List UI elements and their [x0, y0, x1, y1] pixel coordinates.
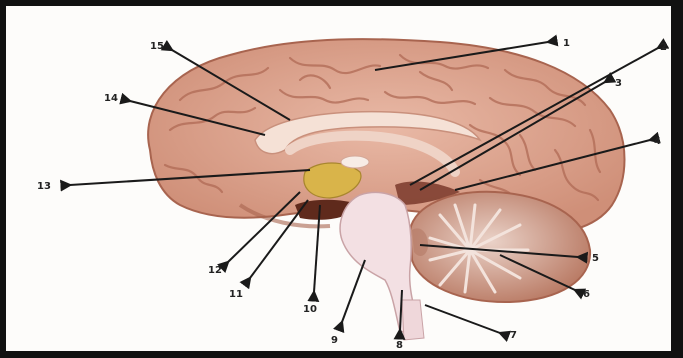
label-6: 6 [583, 289, 590, 300]
label-12: 12 [208, 265, 222, 276]
label-3: 3 [615, 78, 622, 89]
label-11: 11 [229, 289, 243, 300]
label-5: 5 [592, 253, 599, 264]
label-1: 1 [563, 38, 570, 49]
label-10: 10 [303, 304, 317, 315]
label-9: 9 [331, 335, 338, 346]
spinal-cord-tail [402, 300, 424, 340]
label-4: 4 [654, 136, 661, 147]
interthalamic-adhesion [341, 156, 369, 168]
label-2: 2 [660, 42, 667, 53]
label-8: 8 [396, 340, 403, 351]
label-7: 7 [510, 330, 517, 341]
label-15: 15 [150, 41, 164, 52]
label-13: 13 [37, 181, 51, 192]
label-14: 14 [104, 93, 118, 104]
